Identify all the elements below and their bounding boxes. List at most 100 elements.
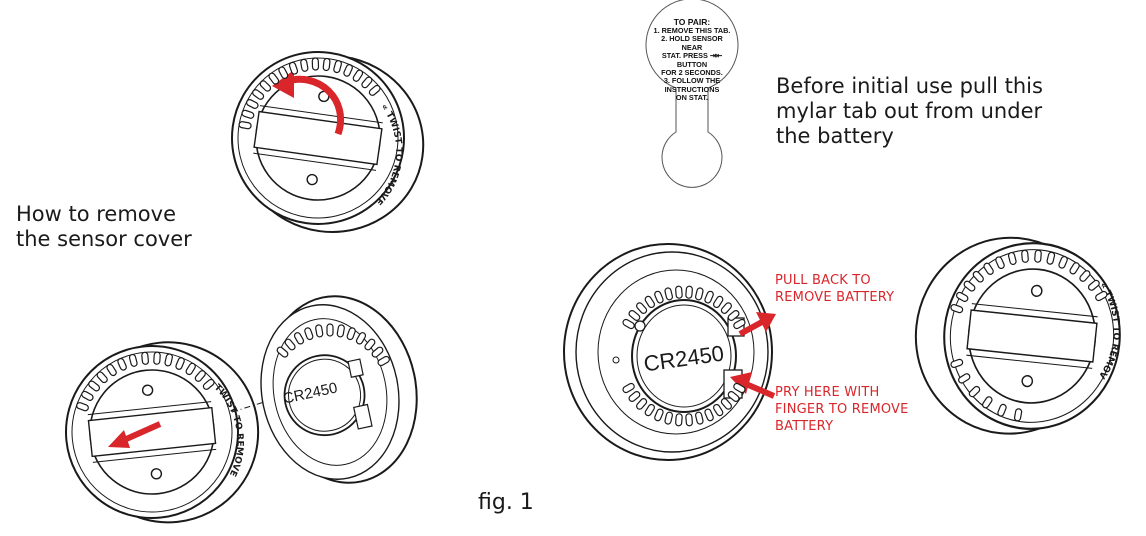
rib-tooth (950, 303, 964, 314)
rib-tooth (664, 411, 674, 425)
rib-tooth (950, 358, 964, 369)
mylar-instruction: Before initial use pull this mylar tab o… (776, 74, 1043, 149)
rib-tooth (81, 390, 94, 401)
rib-tooth (371, 346, 384, 358)
rib-tooth (1034, 249, 1042, 263)
rib-tooth (284, 338, 296, 351)
rib-tooth (622, 318, 635, 330)
rib-tooth (727, 391, 740, 402)
pry-arrowhead (730, 372, 752, 394)
rib-tooth (153, 351, 161, 365)
rib-tooth (315, 324, 324, 338)
pull-back-arrowhead (756, 312, 776, 332)
rib-teeth-4 (622, 382, 746, 427)
rib-teeth-5 (950, 249, 1108, 314)
rib-tooth (1058, 255, 1068, 269)
tab-line-6: INSTRUCTIONS (664, 84, 720, 94)
cover-twist-illustration: « TWIST TO REMOVE (219, 39, 425, 237)
rib-tooth (675, 413, 683, 427)
rib-tooth (1087, 279, 1100, 291)
tab-heading: TO PAIR: (673, 17, 711, 27)
rib-tooth (704, 290, 714, 304)
rib-tooth (368, 84, 381, 96)
pry-line-3: BATTERY (775, 419, 834, 434)
figure-caption: fig. 1 (478, 490, 534, 515)
rib-tooth (377, 355, 390, 367)
rib-tooth (304, 327, 314, 341)
rib-tooth (117, 357, 127, 371)
rib-tooth (636, 398, 648, 410)
mylar-tab-text: TO PAIR: 1. REMOVE THIS TAB. 2. HOLD SEN… (650, 17, 734, 103)
rib-tooth (361, 76, 373, 89)
rib-teeth-6 (950, 358, 1023, 422)
tab-line-1: 1. REMOVE THIS TAB. (653, 26, 731, 35)
remove-cover-label: How to remove the sensor cover (16, 202, 192, 252)
rib-tooth (664, 287, 674, 301)
rib-tooth (995, 256, 1005, 270)
rib-tooth (355, 332, 367, 345)
rib-tooth (300, 58, 309, 72)
twist-arrow (283, 75, 344, 136)
tab-line-3: STAT. PRESS ⇥⇤ BUTTON (661, 51, 723, 69)
rib-tooth (1013, 408, 1023, 422)
tab-line-4: FOR 2 SECONDS. (661, 68, 723, 78)
rib-tooth (364, 338, 376, 351)
rib-tooth (982, 396, 993, 409)
cover-side-illustration: « TWIST TO REMOVE (914, 233, 1131, 439)
rib-teeth-0 (238, 57, 381, 130)
rib-tooth (955, 291, 969, 302)
rib-tooth (326, 323, 334, 337)
rib-tooth (175, 357, 185, 370)
rib-tooth (88, 380, 101, 392)
rib-tooth (968, 385, 981, 398)
rib-tooth (141, 351, 149, 365)
tab-line-7: ON STAT. (675, 93, 709, 103)
rib-tooth (96, 371, 108, 384)
twist-arrowhead (272, 70, 294, 98)
mylar-tab (645, 0, 739, 188)
rib-tooth (636, 302, 648, 314)
rib-tooth (694, 411, 704, 425)
pry-arrow-shaft (744, 381, 776, 399)
rib-tooth (1046, 251, 1056, 265)
pry-line-1: PRY HERE WITH (775, 385, 880, 400)
rib-tooth (972, 270, 984, 283)
rib-teeth-3 (622, 285, 746, 330)
rib-tooth (241, 109, 255, 119)
rib-tooth (352, 69, 364, 82)
mylar-line-1: Before initial use pull this (776, 74, 1043, 98)
rib-tooth (259, 80, 272, 92)
pry-line-2: FINGER TO REMOVE (775, 402, 909, 417)
mylar-line-3: the battery (776, 124, 894, 148)
rib-tooth (268, 72, 280, 85)
rib-tooth (963, 280, 976, 292)
pull-back-arrow-shaft (738, 319, 764, 337)
rib-tooth (336, 324, 345, 338)
rib-tooth (733, 382, 746, 394)
rib-tooth (185, 362, 196, 376)
rib-tooth (1069, 262, 1080, 275)
rib-tooth (720, 302, 732, 314)
remove-cover-line-2: the sensor cover (16, 227, 192, 251)
cover-front-illustration: « TWIST TO REMOVE (56, 336, 260, 528)
rib-tooth (202, 378, 215, 390)
tab-line-2: 2. HOLD SENSOR NEAR (661, 34, 723, 52)
rib-tooth (694, 287, 704, 301)
rib-tooth (252, 89, 265, 100)
rib-tooth (685, 285, 693, 299)
rib-tooth (654, 290, 664, 304)
rib-tooth (246, 99, 259, 109)
rib-tooth (278, 66, 289, 79)
slide-arrow-shaft (122, 421, 162, 443)
rib-tooth (727, 310, 740, 321)
rib-tooth (720, 398, 732, 410)
rib-tooth (238, 121, 252, 130)
slide-arrow-head (108, 430, 130, 448)
rib-tooth (288, 61, 299, 75)
pull-back-callout: PULL BACK TO REMOVE BATTERY (775, 272, 894, 306)
rib-teeth-2 (276, 323, 390, 367)
rib-tooth (958, 373, 971, 384)
rib-tooth (311, 57, 320, 71)
rib-tooth (1095, 290, 1108, 302)
